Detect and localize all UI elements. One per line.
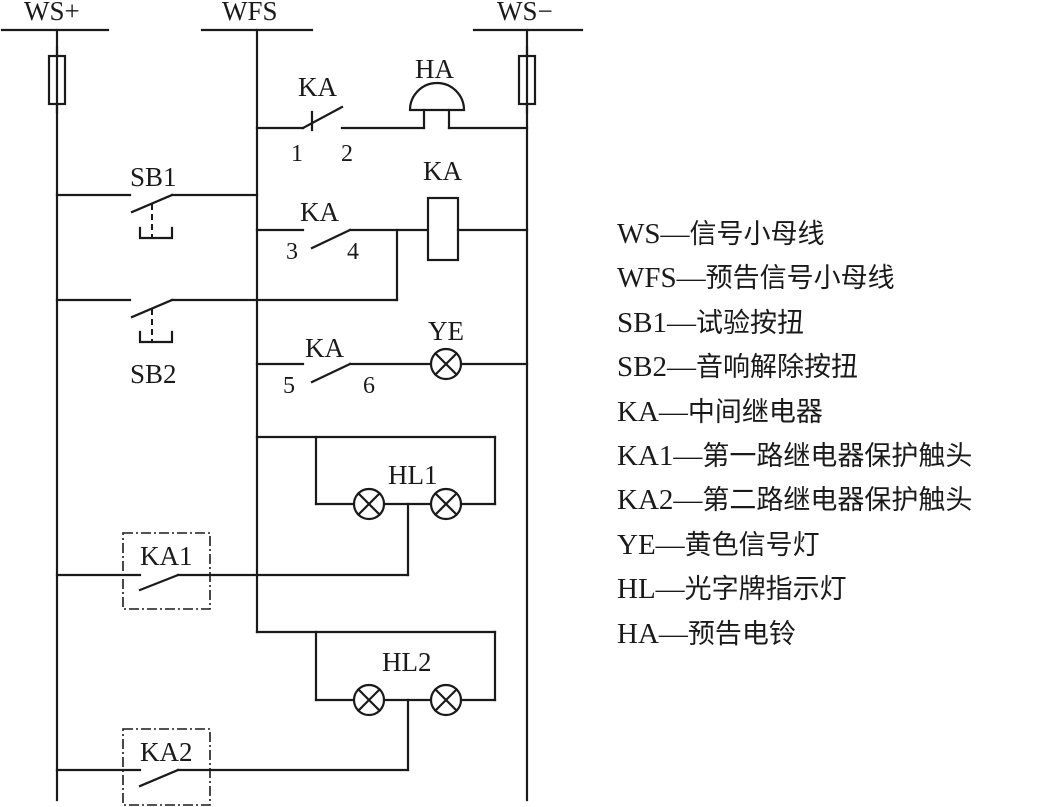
legend-code: HL: [617, 573, 656, 606]
legend-code: WFS: [617, 262, 677, 295]
ka-coil-label: KA: [423, 156, 462, 186]
bus-ws-minus: WS−: [472, 0, 584, 32]
legend-desc: 预告电铃: [687, 618, 796, 650]
legend-item: KA—中间继电器: [617, 390, 972, 434]
legend-item: HL—光字牌指示灯: [617, 567, 972, 611]
legend-item: KA2—第二路继电器保护触头: [617, 478, 972, 522]
legend-list: WS—信号小母线 WFS—预告信号小母线 SB1—试验按扭 SB2—音响解除按扭…: [617, 212, 972, 656]
bus-ws-plus: WS+: [0, 0, 110, 32]
ka2-label: KA2: [140, 737, 193, 767]
legend-desc: 光字牌指示灯: [684, 574, 847, 606]
ka-no-pin-3: 3: [286, 239, 298, 265]
bus-ws-minus-label: WS−: [497, 0, 553, 26]
legend-code: KA2: [617, 484, 674, 517]
legend-desc: 预告信号小母线: [705, 263, 895, 295]
branch-ye-lamp: KA 5 6 YE: [255, 316, 529, 399]
legend-separator: —: [660, 218, 690, 250]
legend-desc: 中间继电器: [687, 396, 823, 428]
ka-no-contact-56-label: KA: [305, 333, 344, 363]
ka1-label: KA1: [140, 541, 193, 571]
ha-bell-label: HA: [415, 54, 454, 84]
ye-lamp-icon: [429, 347, 463, 381]
legend-code: YE: [617, 528, 656, 561]
ka-no-pin-6: 6: [363, 373, 375, 399]
rail-ws-plus: [47, 28, 67, 802]
legend-desc: 音响解除按扭: [695, 352, 858, 384]
bus-wfs-label: WFS: [222, 0, 278, 26]
legend-separator: —: [658, 617, 688, 650]
legend-separator: —: [655, 528, 685, 561]
rail-ws-minus: [517, 28, 537, 802]
sb1-label: SB1: [130, 162, 177, 192]
legend-desc: 信号小母线: [689, 219, 825, 250]
ka-nc-pin-2: 2: [341, 141, 353, 167]
ka-coil-icon: [426, 196, 460, 262]
hl2-lamp-a-icon: [352, 683, 386, 717]
hl1-lamp-a-icon: [352, 487, 386, 521]
ka-nc-pin-1: 1: [291, 141, 303, 167]
legend-item: SB1—试验按扭: [617, 301, 972, 345]
legend-code: KA1: [617, 439, 674, 472]
ka-no-pin-4: 4: [347, 239, 359, 265]
legend-item: KA1—第一路继电器保护触头: [617, 434, 972, 478]
hl2-label: HL2: [382, 647, 432, 677]
legend-code: HA: [617, 617, 659, 650]
legend-code: KA: [617, 395, 659, 428]
legend-item: SB2—音响解除按扭: [617, 345, 972, 389]
legend-desc: 黄色信号灯: [684, 529, 820, 561]
branch-ha-bell: KA 1 2 HA: [255, 54, 529, 167]
ka2-boundary: [122, 728, 211, 806]
legend-separator: —: [673, 484, 703, 517]
legend-item: YE—黄色信号灯: [617, 523, 972, 567]
ye-lamp-label: YE: [428, 316, 464, 346]
legend-separator: —: [666, 306, 696, 339]
sb2-label: SB2: [130, 359, 177, 389]
bell-icon: [408, 81, 466, 130]
sb1-test-button: SB1: [55, 162, 259, 240]
legend-separator: —: [658, 395, 688, 428]
hl1-label: HL1: [388, 460, 438, 490]
sb2-release-button: SB2: [55, 298, 399, 389]
legend-desc: 第二路继电器保护触头: [702, 485, 973, 517]
legend-separator: —: [673, 439, 703, 472]
legend-code: WS: [617, 218, 661, 250]
legend-separator: —: [666, 351, 696, 384]
legend-separator: —: [655, 573, 685, 606]
hl2-lamp-b-icon: [429, 683, 463, 717]
legend-code: SB1: [617, 306, 667, 339]
ka1-boundary: [122, 532, 211, 610]
hl1-lamp-b-icon: [429, 487, 463, 521]
ka2-protective-contact: KA2: [55, 728, 410, 806]
ka-no-contact-34-label: KA: [300, 197, 339, 227]
ka-no-pin-5: 5: [283, 373, 295, 399]
branch-ka-coil: KA 3 4 KA: [255, 156, 529, 302]
legend-desc: 第一路继电器保护触头: [702, 440, 973, 472]
legend-item: WFS—预告信号小母线: [617, 256, 972, 300]
branch-hl2: HL2: [255, 630, 497, 772]
branch-hl1: HL1: [255, 435, 497, 577]
legend-item: WS—信号小母线: [617, 212, 972, 256]
legend-item: HA—预告电铃: [617, 612, 972, 656]
bus-wfs: WFS: [200, 0, 314, 32]
ka-nc-contact-label: KA: [298, 72, 337, 102]
legend-code: SB2: [617, 351, 667, 384]
bus-ws-plus-label: WS+: [24, 0, 80, 26]
ka1-protective-contact: KA1: [55, 532, 410, 610]
legend-desc: 试验按扭: [695, 307, 804, 339]
legend-separator: —: [676, 262, 706, 295]
